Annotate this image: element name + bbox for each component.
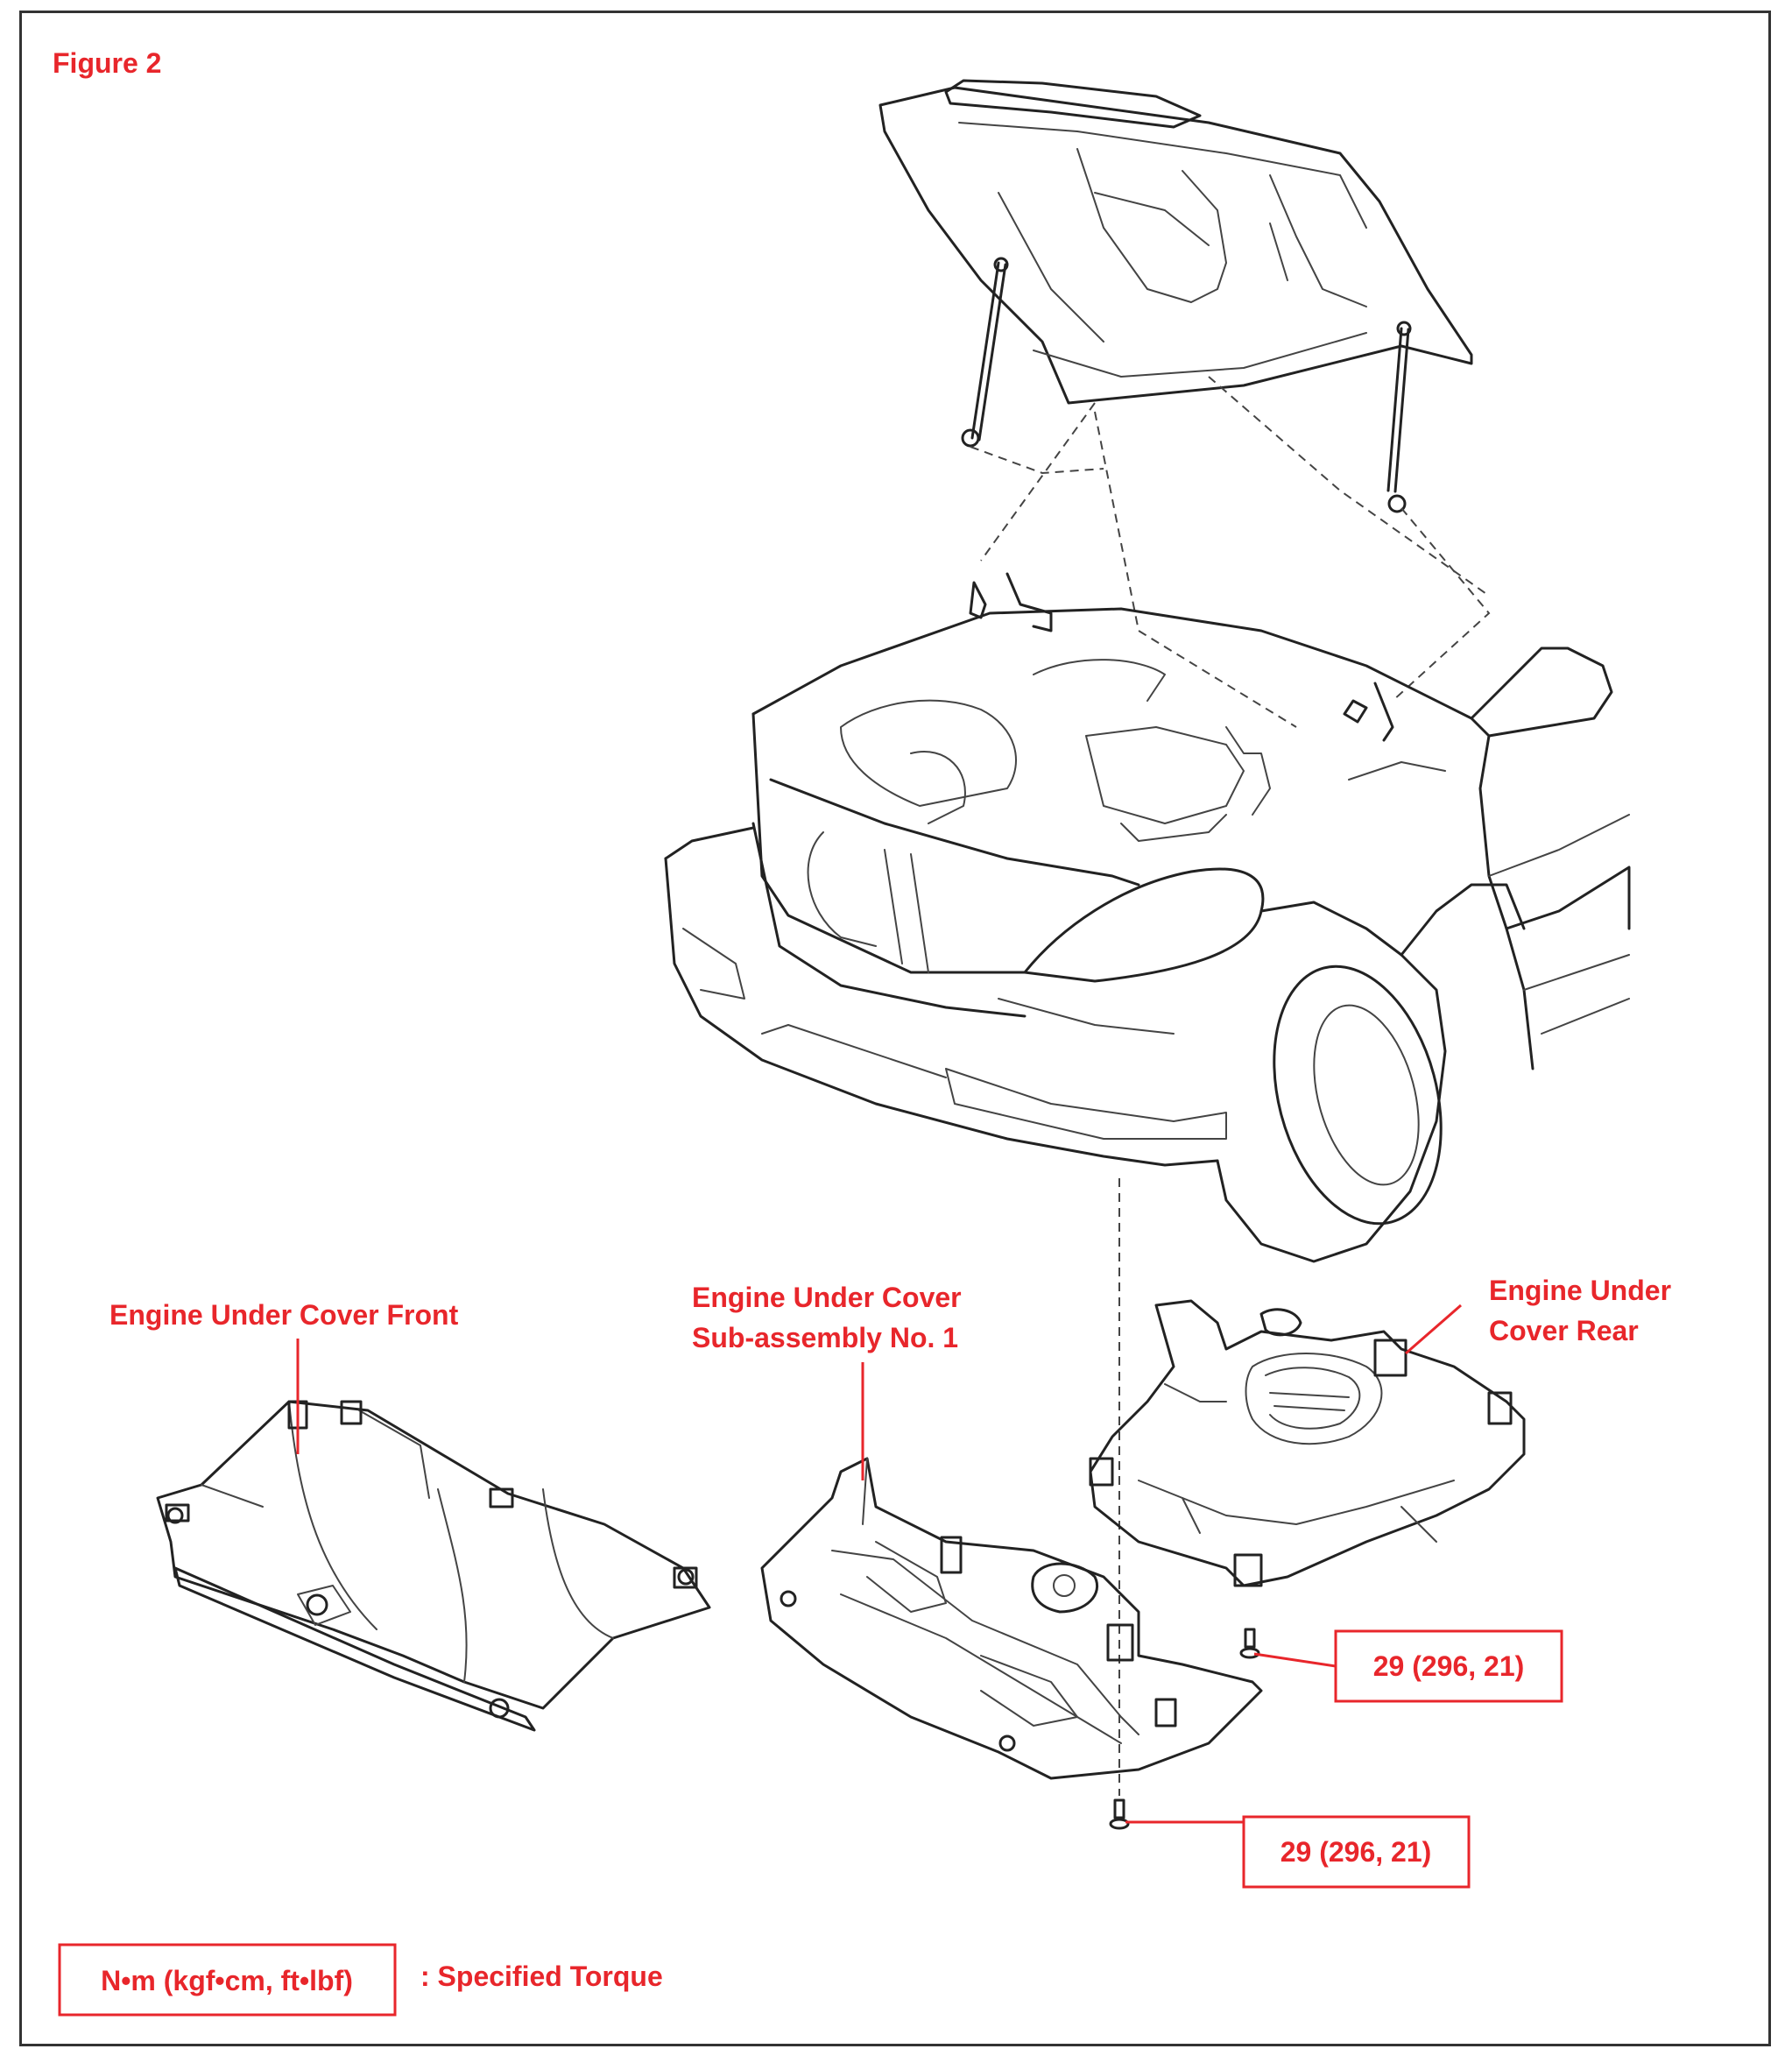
figure-frame xyxy=(19,11,1771,2046)
label-under-cover-rear-line1: Engine Under xyxy=(1489,1275,1671,1306)
hood-illustration xyxy=(878,79,1491,728)
torque-box-sub-assembly xyxy=(1242,1815,1471,1889)
leader-under-cover-rear xyxy=(1405,1304,1462,1355)
label-sub-assembly-line1: Engine Under Cover xyxy=(692,1282,962,1313)
torque-box-rear xyxy=(1334,1629,1563,1703)
figure-title: Figure 2 xyxy=(53,47,161,79)
engine-under-cover-front-part xyxy=(156,1400,711,1732)
bolt-sub-assembly-icon xyxy=(1109,1798,1130,1830)
legend-unit-box xyxy=(58,1943,397,2017)
legend-unit-text: N•m (kgf•cm, ft•lbf) xyxy=(101,1965,353,1996)
label-under-cover-front: Engine Under Cover Front xyxy=(109,1299,459,1331)
label-sub-assembly-line2: Sub-assembly No. 1 xyxy=(692,1322,958,1353)
engine-under-cover-rear-part xyxy=(1089,1299,1526,1587)
torque-value-sub-assembly: 29 (296, 21) xyxy=(1281,1836,1432,1868)
bolt-rear-icon xyxy=(1239,1628,1260,1659)
leader-torque-rear xyxy=(1253,1652,1337,1668)
engine-under-cover-sub-assembly-part xyxy=(760,1457,1263,1780)
vehicle-illustration xyxy=(664,572,1631,1263)
torque-value-rear: 29 (296, 21) xyxy=(1373,1650,1525,1682)
label-under-cover-rear-line2: Cover Rear xyxy=(1489,1315,1639,1346)
legend-description: : Specified Torque xyxy=(420,1961,663,1992)
